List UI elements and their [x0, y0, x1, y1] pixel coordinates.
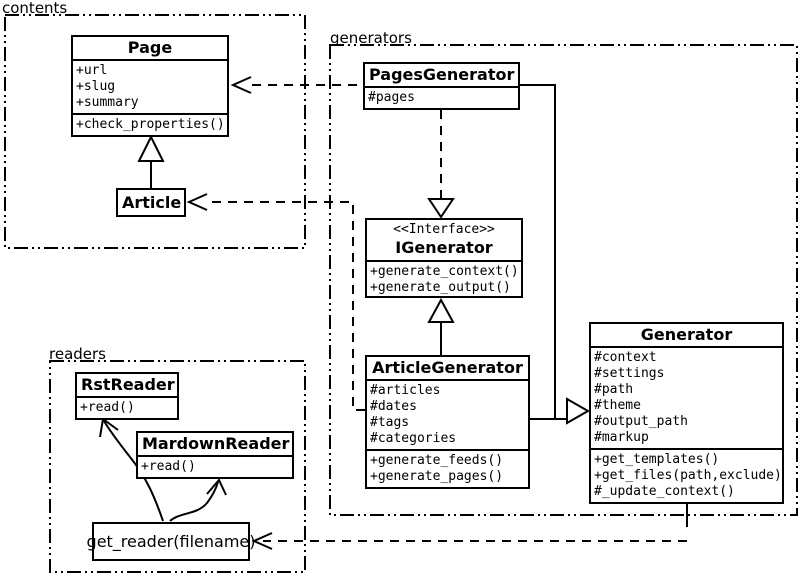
attribute: +summary — [76, 95, 139, 110]
class-generator-name: Generator — [591, 324, 782, 348]
class-articlegenerator-name: ArticleGenerator — [367, 357, 528, 381]
class-pagesgenerator-attributes: #pages — [365, 88, 518, 108]
attribute: #settings — [594, 366, 665, 381]
dependency-generator-getreader-arrow-icon — [251, 532, 273, 550]
link-getreader-rstreader-line — [103, 420, 164, 522]
function-get-reader: get_reader(filename) — [87, 522, 255, 561]
class-pagesgenerator-name: PagesGenerator — [365, 64, 518, 88]
attribute: #categories — [370, 431, 457, 446]
method: +read() — [80, 400, 135, 415]
class-articlegenerator-methods: +generate_feeds() +generate_pages() — [367, 451, 528, 487]
dependency-articlegenerator-article-arrow-icon — [186, 193, 208, 211]
generalization-generator-triangle-icon — [566, 397, 591, 425]
package-border-contents — [4, 14, 306, 249]
method: +generate_pages() — [370, 469, 504, 484]
package-label-generators: generators — [330, 29, 412, 47]
method: +generate_output() — [370, 280, 511, 295]
attribute: #path — [594, 382, 634, 397]
class-page: Page +url +slug +summary +check_properti… — [71, 35, 229, 137]
dependency-articlegenerator-article-line — [207, 201, 365, 411]
attribute: #dates — [370, 399, 417, 414]
attribute: #context — [594, 350, 657, 365]
attribute: #output_path — [594, 414, 688, 429]
class-rstreader: RstReader +read() — [75, 372, 179, 420]
interface-igenerator-methods: +generate_context() +generate_output() — [367, 262, 521, 298]
class-page-methods: +check_properties() — [73, 115, 227, 135]
method: +check_properties() — [76, 117, 225, 132]
class-mardownreader-methods: +read() — [138, 457, 292, 477]
generalization-pagesgenerator-generator-line — [520, 84, 556, 419]
method: +get_files(path,exclude) — [594, 468, 782, 483]
class-mardownreader: MardownReader +read() — [136, 431, 294, 479]
interface-stereotype: <<Interface>> — [393, 222, 495, 237]
method: +generate_feeds() — [370, 453, 504, 468]
class-generator-attributes: #context #settings #path #theme #output_… — [591, 348, 782, 450]
generalization-articlegenerator-generator-line — [530, 411, 568, 420]
class-articlegenerator-attributes: #articles #dates #tags #categories — [367, 381, 528, 451]
class-generator-methods: +get_templates() +get_files(path,exclude… — [591, 450, 782, 502]
interface-igenerator: <<Interface>> IGenerator +generate_conte… — [365, 218, 523, 298]
method: #_update_context() — [594, 484, 735, 499]
class-rstreader-name: RstReader — [77, 374, 177, 398]
package-border-generators — [329, 44, 798, 516]
method: +get_templates() — [594, 452, 720, 467]
class-articlegenerator: ArticleGenerator #articles #dates #tags … — [365, 355, 530, 489]
class-generator: Generator #context #settings #path #them… — [589, 322, 784, 504]
interface-igenerator-name: IGenerator — [395, 238, 493, 257]
dependency-pagesgenerator-page-arrow-icon — [230, 76, 252, 94]
class-article-name: Article — [122, 192, 182, 212]
function-get-reader-label: get_reader(filename) — [86, 532, 256, 551]
package-border-readers — [49, 360, 306, 573]
attribute: #tags — [370, 415, 410, 430]
attribute: +url — [76, 63, 108, 78]
package-label-contents: contents — [2, 0, 68, 17]
attribute: #pages — [368, 90, 415, 105]
attribute: +slug — [76, 79, 116, 94]
class-page-attributes: +url +slug +summary — [73, 61, 227, 115]
class-mardownreader-name: MardownReader — [138, 433, 292, 457]
link-getreader-mardownreader-line — [169, 481, 219, 522]
generalization-article-page-triangle-icon — [137, 134, 165, 162]
package-label-readers: readers — [49, 345, 106, 363]
attribute: #markup — [594, 430, 649, 445]
class-article: Article — [116, 188, 186, 217]
class-page-name: Page — [73, 37, 227, 61]
class-rstreader-methods: +read() — [77, 398, 177, 418]
realization-pagesgenerator-igenerator-triangle-icon — [427, 198, 455, 219]
method: +read() — [141, 459, 196, 474]
interface-igenerator-header: <<Interface>> IGenerator — [367, 220, 521, 262]
method: +generate_context() — [370, 264, 519, 279]
link-getreader-mardownreader-arrow-icon — [206, 478, 227, 496]
attribute: #articles — [370, 383, 441, 398]
attribute: #theme — [594, 398, 641, 413]
generalization-articlegenerator-igenerator-triangle-icon — [427, 297, 455, 323]
class-pagesgenerator: PagesGenerator #pages — [363, 62, 520, 110]
